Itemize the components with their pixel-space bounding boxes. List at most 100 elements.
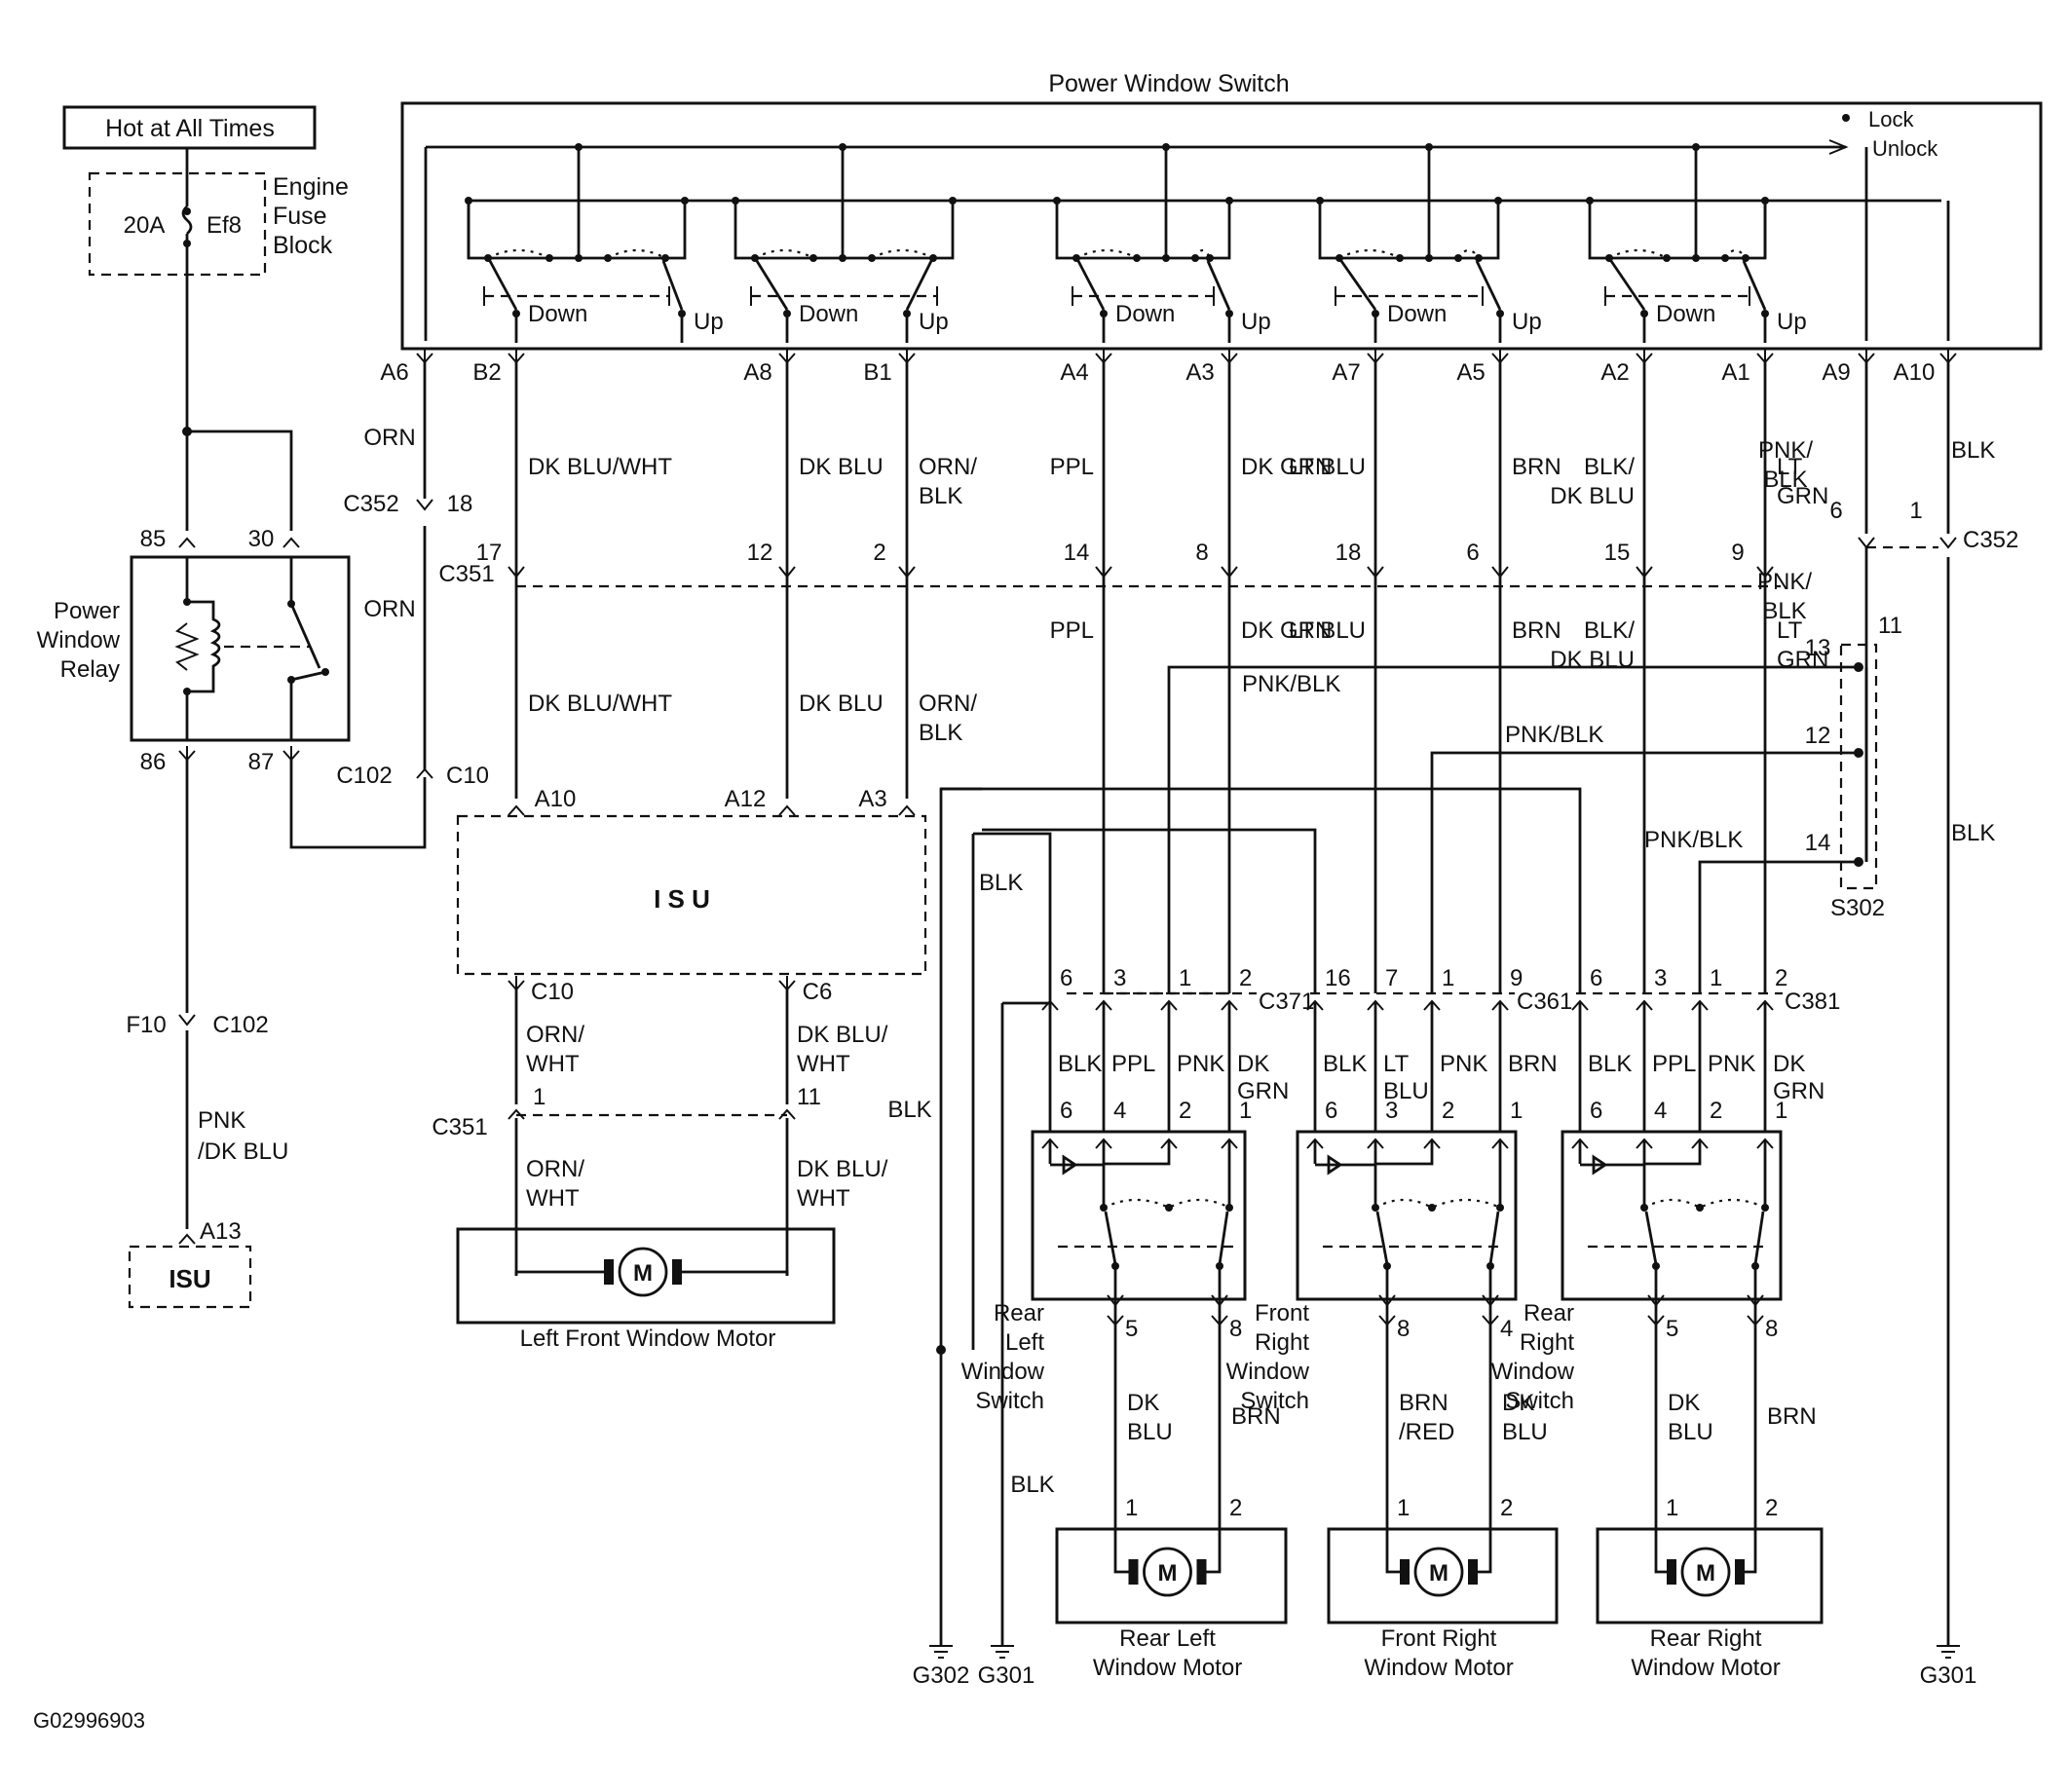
wire-dkbluwht-1b: WHT [797, 1051, 850, 1077]
wire-pnkblk-a9-1: PNK/ [1758, 437, 1813, 464]
rear-left-bottom-pin-b: 8 [1229, 1316, 1242, 1342]
wire-b1-lower-0: ORN/ [919, 691, 977, 717]
rear-left-top-pin-1: 3 [1113, 965, 1126, 991]
switch-title: Power Window Switch [1048, 70, 1289, 97]
wire-pnk-1: PNK [198, 1107, 245, 1134]
rear-right-wire-0-0: BLK [1588, 1051, 1632, 1077]
wire-b1-lower-1: BLK [919, 720, 962, 746]
front-right-motor-pin-1: 1 [1397, 1495, 1410, 1521]
conn-c102-left: C102 [336, 763, 392, 789]
isu-label: I S U [654, 884, 710, 914]
rear-left-wire-0-0: BLK [1058, 1051, 1102, 1077]
rear-left-bot-wire-b-0: BRN [1231, 1403, 1281, 1430]
conn-c351-top: C351 [438, 561, 494, 587]
isu-pin-a3: A3 [858, 786, 886, 812]
rear-right-sw-pin-3: 1 [1775, 1098, 1787, 1124]
rear-left-wire-1-0: PPL [1111, 1051, 1155, 1077]
wire-a1-lower-1: GRN [1777, 647, 1828, 673]
fuse-block-label-3: Block [273, 232, 333, 259]
front-right-motor-label-2: Window Motor [1364, 1655, 1513, 1681]
rear-left-top-pin-2: 1 [1179, 965, 1191, 991]
relay-pin-85: 85 [140, 526, 167, 552]
conn-c351-bottom: C351 [432, 1114, 487, 1140]
rear-left-motor-icon: M [1128, 1547, 1207, 1597]
front-right-top-pin-2: 1 [1442, 965, 1454, 991]
rear-right-motor-label-1: Rear Right [1650, 1625, 1762, 1652]
front-right-wire-1-1: BLU [1383, 1078, 1429, 1104]
fuse-block-label-2: Fuse [273, 203, 327, 230]
rear-right-motor-pin-2: 2 [1765, 1495, 1778, 1521]
rear-left-motor-label-1: Rear Left [1119, 1625, 1216, 1652]
up-label-5: Up [1777, 309, 1807, 335]
lf-motor-m: M [633, 1260, 653, 1287]
rear-right-bottom-pin-b: 8 [1765, 1316, 1778, 1342]
rear-left-motor-label-2: Window Motor [1093, 1655, 1242, 1681]
left-front-motor-box [456, 1227, 836, 1325]
ground-g301-right: G301 [1920, 1662, 1977, 1689]
rear-left-switch-label-3: Switch [975, 1388, 1044, 1414]
rear-left-sw-pin-0: 6 [1060, 1098, 1072, 1124]
c351-pin-a4: 14 [1064, 540, 1090, 566]
rear-left-motor-m: M [1158, 1560, 1178, 1587]
pin-a8: A8 [743, 359, 771, 386]
fuse-id: Ef8 [207, 212, 242, 239]
wire-a2-upper-0: BLK/ [1584, 454, 1635, 480]
c351-pin-a7: 18 [1335, 540, 1362, 566]
front-right-motor-label-1: Front Right [1381, 1625, 1497, 1652]
wire-a5-lower-0: BRN [1512, 617, 1561, 644]
wire-pnkblk-rr: PNK/BLK [1644, 827, 1743, 853]
front-right-bot-wire-a-0: BRN [1399, 1390, 1448, 1416]
front-right-bottom-pin-a: 8 [1397, 1316, 1410, 1342]
rear-right-motor-m: M [1696, 1560, 1715, 1587]
rear-left-wire-3-0: DK [1237, 1051, 1269, 1077]
wire-blk-g302: BLK [979, 870, 1023, 896]
wire-pnkblk-fr: PNK/BLK [1505, 722, 1603, 748]
pin-a3: A3 [1185, 359, 1214, 386]
wire-blk-g302-2: BLK [887, 1097, 931, 1123]
wire-a3-lower-0: DK GRN [1241, 617, 1332, 644]
rear-left-motor-pin-2: 2 [1229, 1495, 1242, 1521]
rear-left-bot-wire-a-1: BLU [1127, 1419, 1173, 1445]
lf-motor-label: Left Front Window Motor [520, 1325, 776, 1352]
rear-left-bottom-pin-a: 5 [1125, 1316, 1138, 1342]
rear-right-switch-label-1: Right [1520, 1329, 1574, 1356]
isu-section: I S U A10 A12 A3 C351 C10 C6 ORN/ WHT DK… [432, 561, 1781, 1352]
wire-a5-upper-0: BRN [1512, 454, 1561, 480]
rear-left-switch-label-1: Left [1005, 1329, 1044, 1356]
c351-pin-11: 11 [797, 1084, 821, 1110]
rear-left-sw-pin-3: 1 [1239, 1098, 1252, 1124]
front-right-bot-wire-b-0: DK [1502, 1390, 1534, 1416]
wire-a2-lower-0: BLK/ [1584, 617, 1635, 644]
conn-c381: C381 [1785, 989, 1840, 1015]
isu-small-box [128, 1245, 252, 1309]
front-right-motor-icon: M [1400, 1547, 1478, 1597]
wire-a4-upper-0: PPL [1050, 454, 1094, 480]
rear-right-motor-icon: M [1667, 1547, 1745, 1597]
lf-motor-icon: M [604, 1247, 682, 1297]
front-right-window-switch-box [1296, 1130, 1518, 1301]
right-feed-section: PNK/ BLK 6 1 BLK C352 PNK/ BLK 11 S302 1… [1757, 362, 2018, 1689]
wire-pnkblk-rl: PNK/BLK [1242, 671, 1340, 697]
power-window-relay-box [130, 555, 351, 742]
pin-a5: A5 [1456, 359, 1485, 386]
wire-blk-a10-2: BLK [1951, 820, 1995, 846]
rear-left-motor-box [1055, 1527, 1288, 1624]
front-right-bot-wire-a-1: /RED [1399, 1419, 1454, 1445]
hot-label: Hot at All Times [105, 115, 275, 142]
pin-a10: A10 [1894, 359, 1936, 386]
isu-box [456, 814, 927, 976]
wire-b2-upper-0: DK BLU/WHT [528, 454, 672, 480]
wire-blk-a10: BLK [1951, 437, 1995, 464]
rear-left-top-pin-0: 6 [1060, 965, 1072, 991]
wire-ornwht-2a: ORN/ [526, 1156, 584, 1182]
wire-pnkblk-a9-3: PNK/ [1757, 569, 1812, 595]
wire-a1-upper-0: LT [1777, 454, 1803, 480]
